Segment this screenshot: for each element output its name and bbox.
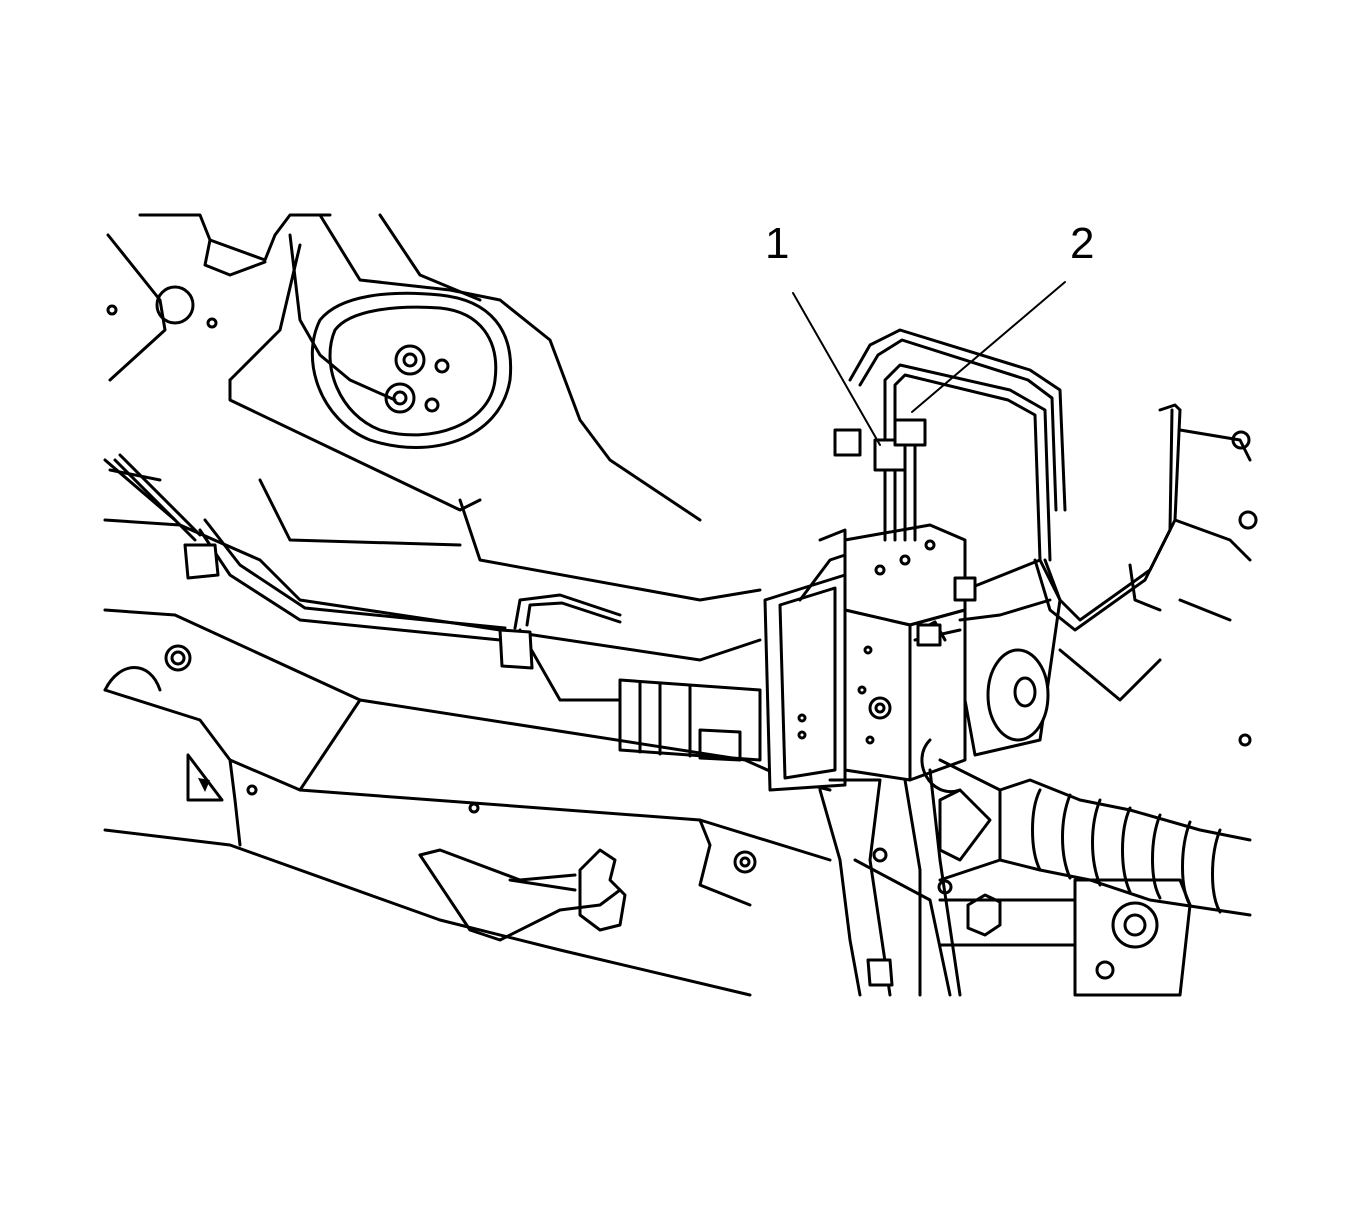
- steering-boot: [920, 738, 1252, 917]
- control-arm: [818, 768, 992, 997]
- upper-crossmember: [106, 213, 702, 522]
- abs-brake-pipes: [833, 328, 1258, 747]
- lower-right-mount: [938, 878, 1192, 997]
- callout-label-2: 2: [1070, 219, 1095, 268]
- brake-line: [113, 453, 622, 670]
- mount-pad: [106, 291, 513, 449]
- lower-bracket: [418, 848, 627, 942]
- callout-leaders: [792, 281, 1066, 446]
- abs-module: [763, 523, 1062, 792]
- steering-rack: [618, 678, 762, 762]
- callout-label-1: 1: [765, 219, 790, 268]
- frame-rail: [103, 458, 832, 997]
